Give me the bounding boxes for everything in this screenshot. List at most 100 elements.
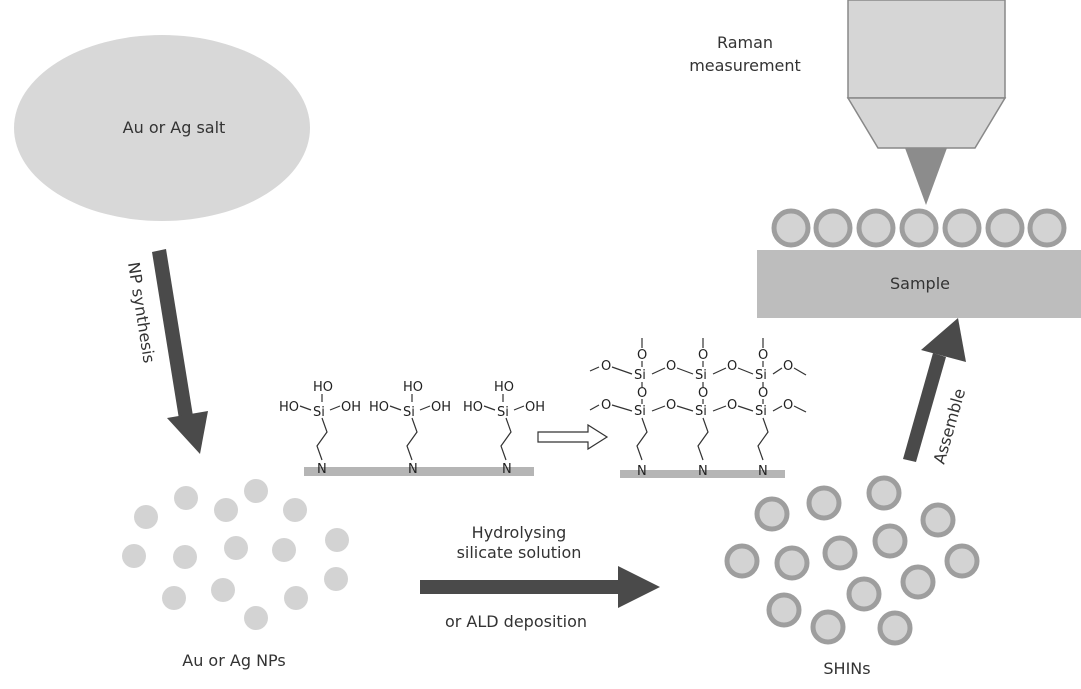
nanoparticle: [324, 567, 348, 591]
svg-text:O: O: [666, 398, 676, 413]
shin-particle: [900, 564, 936, 600]
svg-text:N: N: [408, 462, 418, 477]
svg-text:O: O: [758, 386, 768, 401]
svg-text:Si: Si: [695, 368, 707, 383]
nanoparticle: [214, 498, 238, 522]
svg-text:O: O: [601, 359, 611, 374]
silanol-molecule: HO HO Si OH N: [369, 380, 451, 477]
svg-text:Si: Si: [755, 404, 767, 419]
svg-text:O: O: [698, 348, 708, 363]
svg-text:O: O: [783, 359, 793, 374]
svg-text:HO: HO: [313, 380, 333, 395]
sample-label: Sample: [890, 274, 950, 293]
svg-text:OH: OH: [431, 400, 451, 415]
svg-text:Si: Si: [634, 404, 646, 419]
svg-text:HO: HO: [494, 380, 514, 395]
svg-text:O: O: [727, 398, 737, 413]
svg-text:Si: Si: [313, 405, 325, 420]
surface-strip: [304, 467, 534, 476]
svg-text:N: N: [698, 464, 708, 479]
shin-particle: [766, 592, 802, 628]
svg-text:Si: Si: [695, 404, 707, 419]
nanoparticle: [162, 586, 186, 610]
hollow-right-arrow-icon: [537, 423, 609, 451]
svg-text:O: O: [666, 359, 676, 374]
silanol-molecule: HO HO Si OH N: [279, 380, 361, 477]
shins-label: SHINs: [823, 659, 870, 678]
shin-particle: [942, 208, 982, 248]
nanoparticle: [284, 586, 308, 610]
svg-text:OH: OH: [525, 400, 545, 415]
sample-slab: [757, 250, 1081, 318]
surface-strip: [620, 470, 785, 478]
assemble-label: Assemble: [930, 386, 970, 466]
svg-text:N: N: [758, 464, 768, 479]
silanol-molecule: HO HO Si OH N: [463, 380, 545, 477]
svg-text:N: N: [502, 462, 512, 477]
salt-ellipse: [14, 35, 310, 221]
svg-text:HO: HO: [403, 380, 423, 395]
svg-text:O: O: [783, 398, 793, 413]
shin-particle: [813, 208, 853, 248]
hydrolysing-label-line2: silicate solution: [457, 543, 582, 562]
svg-text:N: N: [317, 462, 327, 477]
shin-particle: [774, 545, 810, 581]
svg-text:Si: Si: [403, 405, 415, 420]
svg-text:O: O: [637, 348, 647, 363]
down-arrow-icon: [152, 249, 208, 454]
nanoparticle: [325, 528, 349, 552]
svg-text:Si: Si: [755, 368, 767, 383]
up-arrow-icon: [903, 318, 966, 462]
shin-particle: [944, 543, 980, 579]
nps-label: Au or Ag NPs: [182, 651, 285, 670]
shin-particle: [754, 496, 790, 532]
siloxane-column: O Si O Si N: [634, 338, 648, 479]
np-cluster: [122, 479, 349, 630]
shin-particle: [810, 609, 846, 645]
svg-text:O: O: [698, 386, 708, 401]
svg-text:OH: OH: [341, 400, 361, 415]
shin-particle: [771, 208, 811, 248]
np-synthesis-label: NP synthesis: [124, 261, 159, 365]
shin-particle: [920, 502, 956, 538]
svg-text:Si: Si: [634, 368, 646, 383]
nanoparticle: [122, 544, 146, 568]
svg-text:O: O: [637, 386, 647, 401]
nanoparticle: [272, 538, 296, 562]
shin-particle: [872, 523, 908, 559]
ald-label: or ALD deposition: [445, 612, 587, 631]
svg-text:Si: Si: [497, 405, 509, 420]
raman-label-line2: measurement: [689, 56, 801, 75]
right-arrow-icon: [420, 566, 660, 608]
laser-beam: [905, 148, 947, 205]
svg-text:O: O: [758, 348, 768, 363]
nanoparticle: [173, 545, 197, 569]
nanoparticle: [224, 536, 248, 560]
shin-particle: [866, 475, 902, 511]
shin-particle: [856, 208, 896, 248]
shin-particle: [806, 485, 842, 521]
shin-particle: [1027, 208, 1067, 248]
nanoparticle: [211, 578, 235, 602]
shin-particle: [985, 208, 1025, 248]
silica-network-panel: O Si O Si N O Si O Si N O Si: [589, 338, 807, 479]
svg-text:N: N: [637, 464, 647, 479]
raman-objective: [846, 0, 1007, 205]
siloxane-column: O Si O Si N: [755, 338, 769, 479]
raman-label-line1: Raman: [717, 33, 773, 52]
shin-particle: [877, 610, 913, 646]
silanol-surface-panel: HO HO Si OH N HO HO Si OH N HO HO: [279, 380, 545, 477]
shin-particle: [724, 543, 760, 579]
nanoparticle: [134, 505, 158, 529]
shin-cluster: [724, 475, 980, 646]
svg-text:HO: HO: [463, 400, 483, 415]
nanoparticle: [174, 486, 198, 510]
salt-label: Au or Ag salt: [123, 118, 226, 137]
nanoparticle: [244, 479, 268, 503]
svg-text:HO: HO: [369, 400, 389, 415]
shin-particle: [822, 535, 858, 571]
svg-text:O: O: [727, 359, 737, 374]
svg-text:O: O: [601, 398, 611, 413]
